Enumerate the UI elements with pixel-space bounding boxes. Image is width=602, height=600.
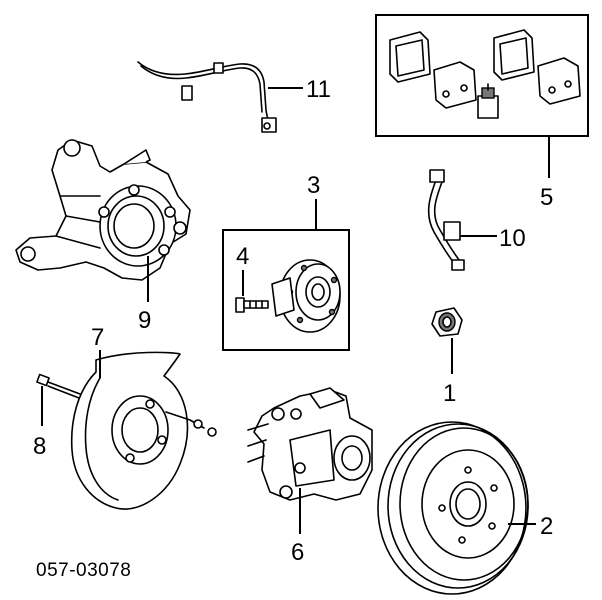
callout-11: 11: [306, 76, 331, 103]
diagram-code: 057-03078: [36, 560, 131, 581]
caliper-part: [247, 387, 373, 501]
backing-plate-part: [70, 351, 217, 510]
hub-bolt-part: [235, 297, 269, 313]
callout-5: 5: [540, 184, 553, 211]
callout-2: 2: [540, 513, 553, 540]
brake-hose-part: [427, 169, 465, 271]
brake-pad-kit-part: [389, 29, 581, 119]
knuckle-part: [15, 139, 191, 281]
brake-drum-part: [377, 421, 529, 595]
sensor-wire-part: [137, 61, 277, 133]
callout-4: 4: [236, 243, 249, 270]
hub-box: [222, 229, 350, 351]
hub-bearing-part: [271, 259, 341, 333]
pad-kit-box: [375, 14, 589, 137]
callout-8: 8: [33, 433, 46, 460]
callout-1: 1: [443, 380, 456, 407]
callout-7: 7: [91, 324, 104, 351]
callout-6: 6: [291, 539, 304, 566]
backing-plate-bolt-part: [36, 373, 81, 399]
callout-3: 3: [307, 172, 320, 199]
nut-part: [431, 307, 463, 337]
callout-10: 10: [499, 225, 526, 252]
callout-9: 9: [138, 307, 151, 334]
